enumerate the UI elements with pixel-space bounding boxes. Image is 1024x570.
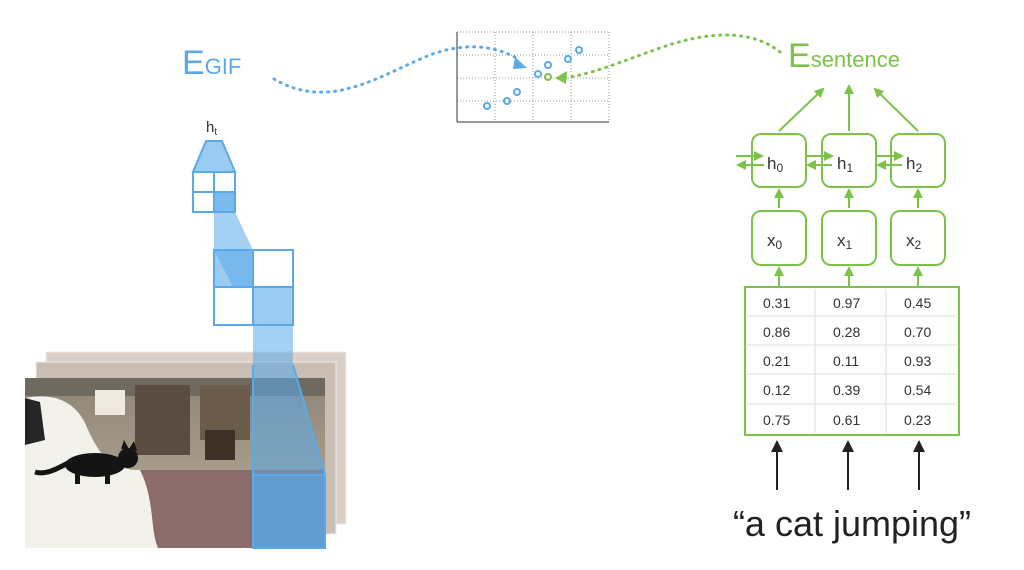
table-cell: 0.61 (833, 412, 860, 428)
svg-text:x2: x2 (906, 231, 922, 252)
table-cell: 0.54 (904, 382, 931, 398)
sentence-input-token: x0 (751, 210, 807, 266)
sentence-arrowhead (555, 71, 567, 84)
gif-encoder-label: EGIF (182, 44, 241, 82)
svg-text:h0: h0 (767, 154, 783, 175)
word-embedding-table: 0.31 0.97 0.45 0.86 0.28 0.70 0.21 0.11 … (744, 286, 960, 436)
input-sentence: “a cat jumping” (733, 503, 971, 544)
sentence-point (544, 73, 552, 81)
gif-point (575, 46, 583, 54)
table-cell: 0.23 (904, 412, 931, 428)
gif-embedding-link (272, 45, 522, 94)
table-cell: 0.39 (833, 382, 860, 398)
svg-text:h1: h1 (837, 154, 853, 175)
table-cell: 0.86 (763, 324, 790, 340)
table-cell: 0.70 (904, 324, 931, 340)
gif-point (544, 61, 552, 69)
sentence-input-token: x1 (821, 210, 877, 266)
sentence-encoder-label: Esentence (788, 37, 900, 75)
cnn-pyramid (191, 140, 326, 549)
table-cell: 0.28 (833, 324, 860, 340)
embedding-points (483, 46, 583, 110)
sentence-hidden-state: h1 (821, 133, 877, 188)
svg-text:x1: x1 (837, 231, 853, 252)
table-cell: 0.45 (904, 295, 931, 311)
sentence-hidden-state: h2 (890, 133, 946, 188)
sentence-embedding-link (561, 33, 782, 80)
gif-point (534, 70, 542, 78)
table-cell: 0.12 (763, 382, 790, 398)
table-cell: 0.97 (833, 295, 860, 311)
svg-text:h2: h2 (906, 154, 922, 175)
recurrent-arrows (736, 151, 904, 170)
table-cell: 0.21 (763, 353, 790, 369)
embedding-space-grid (456, 31, 610, 123)
table-cell: 0.31 (763, 295, 790, 311)
gif-point (503, 97, 511, 105)
gif-point (483, 102, 491, 110)
table-cell: 0.93 (904, 353, 931, 369)
gif-hidden-label: ht (206, 119, 217, 138)
gif-arrowhead (513, 57, 527, 69)
sentence-input-token: x2 (890, 210, 946, 266)
table-cell: 0.11 (833, 353, 859, 369)
table-cell: 0.75 (763, 412, 790, 428)
svg-text:x0: x0 (767, 231, 783, 252)
sentence-hidden-state: h0 (751, 133, 807, 188)
gif-point (513, 88, 521, 96)
gif-point (564, 55, 572, 63)
